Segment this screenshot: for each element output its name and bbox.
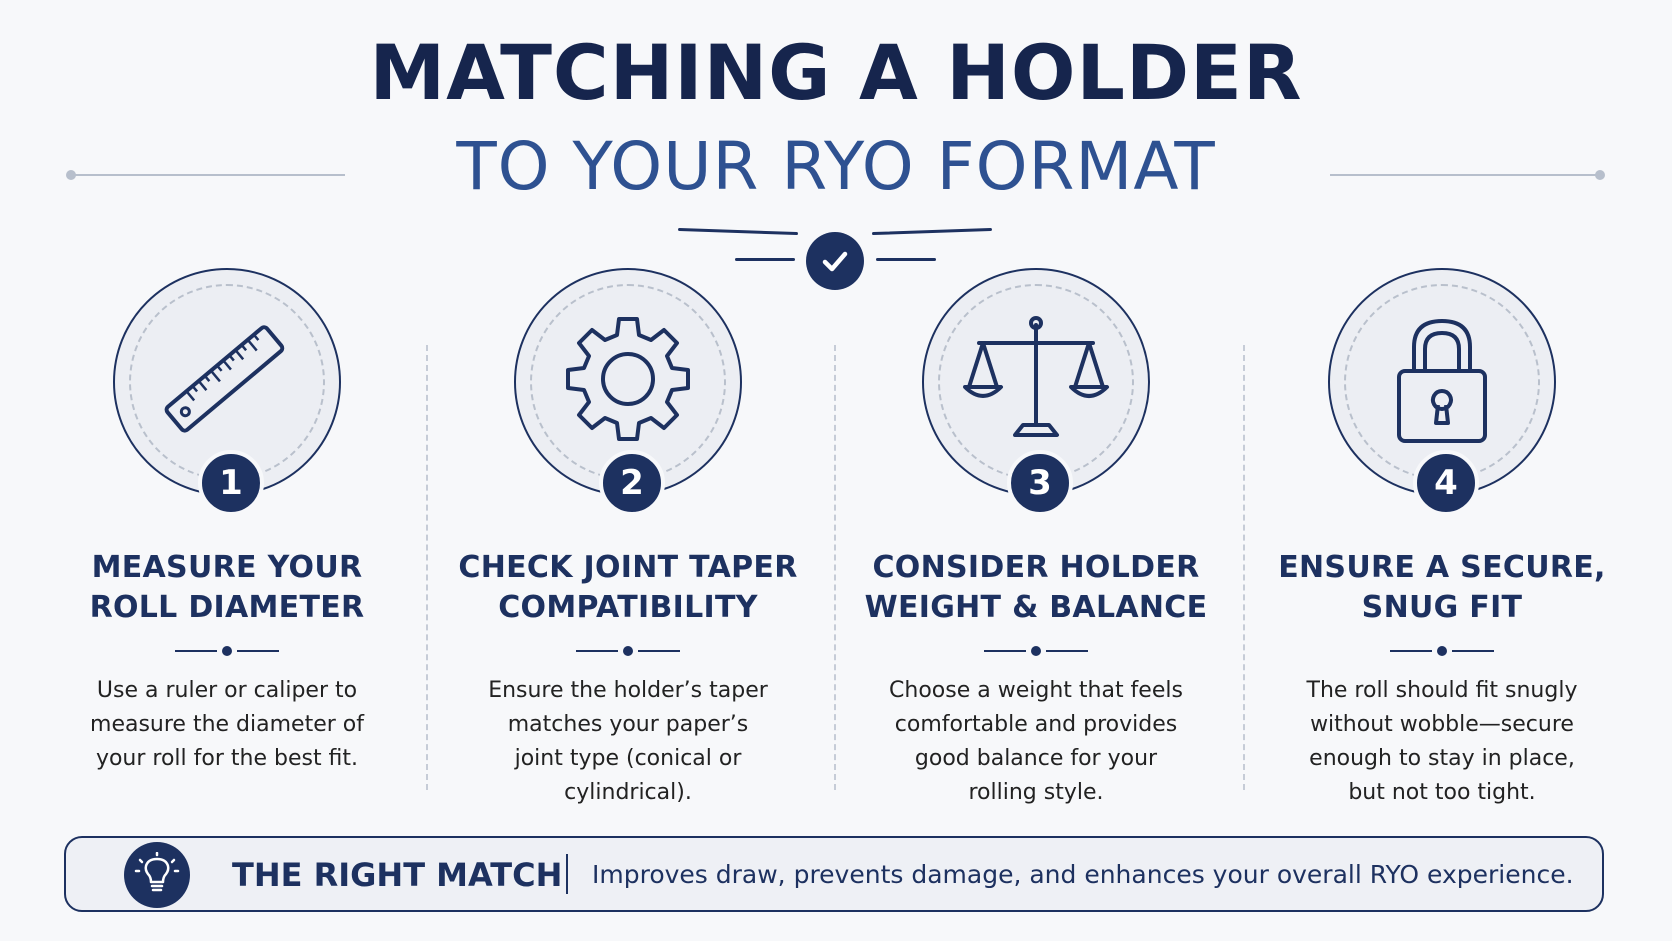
step-number-badge: 3 xyxy=(1007,450,1073,516)
banner-title: THE RIGHT MATCH xyxy=(232,856,563,894)
step-divider xyxy=(984,646,1088,656)
banner-text: Improves draw, prevents damage, and enha… xyxy=(592,860,1574,889)
column-separator xyxy=(426,345,428,790)
step-title: ENSURE A SECURE,SNUG FIT xyxy=(1278,550,1606,625)
column-separator xyxy=(1243,345,1245,790)
ruler-icon xyxy=(164,325,285,433)
swoosh-right-bottom xyxy=(876,258,936,261)
page-subtitle: TO YOUR RYO FORMAT xyxy=(456,128,1216,205)
step-number-badge: 1 xyxy=(198,450,264,516)
step-divider xyxy=(175,646,279,656)
step-icon-circle: 3 xyxy=(922,268,1150,516)
balance-scale-icon xyxy=(963,316,1109,437)
page-title: MATCHING A HOLDER xyxy=(369,28,1303,117)
decorative-rule-left xyxy=(70,174,345,176)
swoosh-right-top xyxy=(871,227,993,236)
bottom-banner: THE RIGHT MATCH Improves draw, prevents … xyxy=(64,836,1604,912)
step-card-4: 4 ENSURE A SECURE,SNUG FIT The roll shou… xyxy=(1242,268,1642,810)
banner-divider xyxy=(566,854,568,894)
step-icon-circle: 1 xyxy=(113,268,341,516)
checkmark-icon xyxy=(806,232,864,290)
decorative-rule-right xyxy=(1330,174,1600,176)
step-divider xyxy=(576,646,680,656)
column-separator xyxy=(834,345,836,790)
decorative-rule-dot-left xyxy=(66,170,76,180)
title-check-ornament xyxy=(0,227,1672,292)
step-number-badge: 2 xyxy=(599,450,665,516)
swoosh-left-bottom xyxy=(735,258,795,261)
swoosh-left-top xyxy=(677,227,799,236)
step-icon-circle: 2 xyxy=(514,268,742,516)
step-icon-circle: 4 xyxy=(1328,268,1556,516)
lightbulb-icon xyxy=(124,842,190,908)
decorative-rule-dot-right xyxy=(1595,170,1605,180)
step-number-badge: 4 xyxy=(1413,450,1479,516)
gear-icon xyxy=(566,317,690,441)
step-divider xyxy=(1390,646,1494,656)
padlock-icon xyxy=(1397,319,1487,443)
